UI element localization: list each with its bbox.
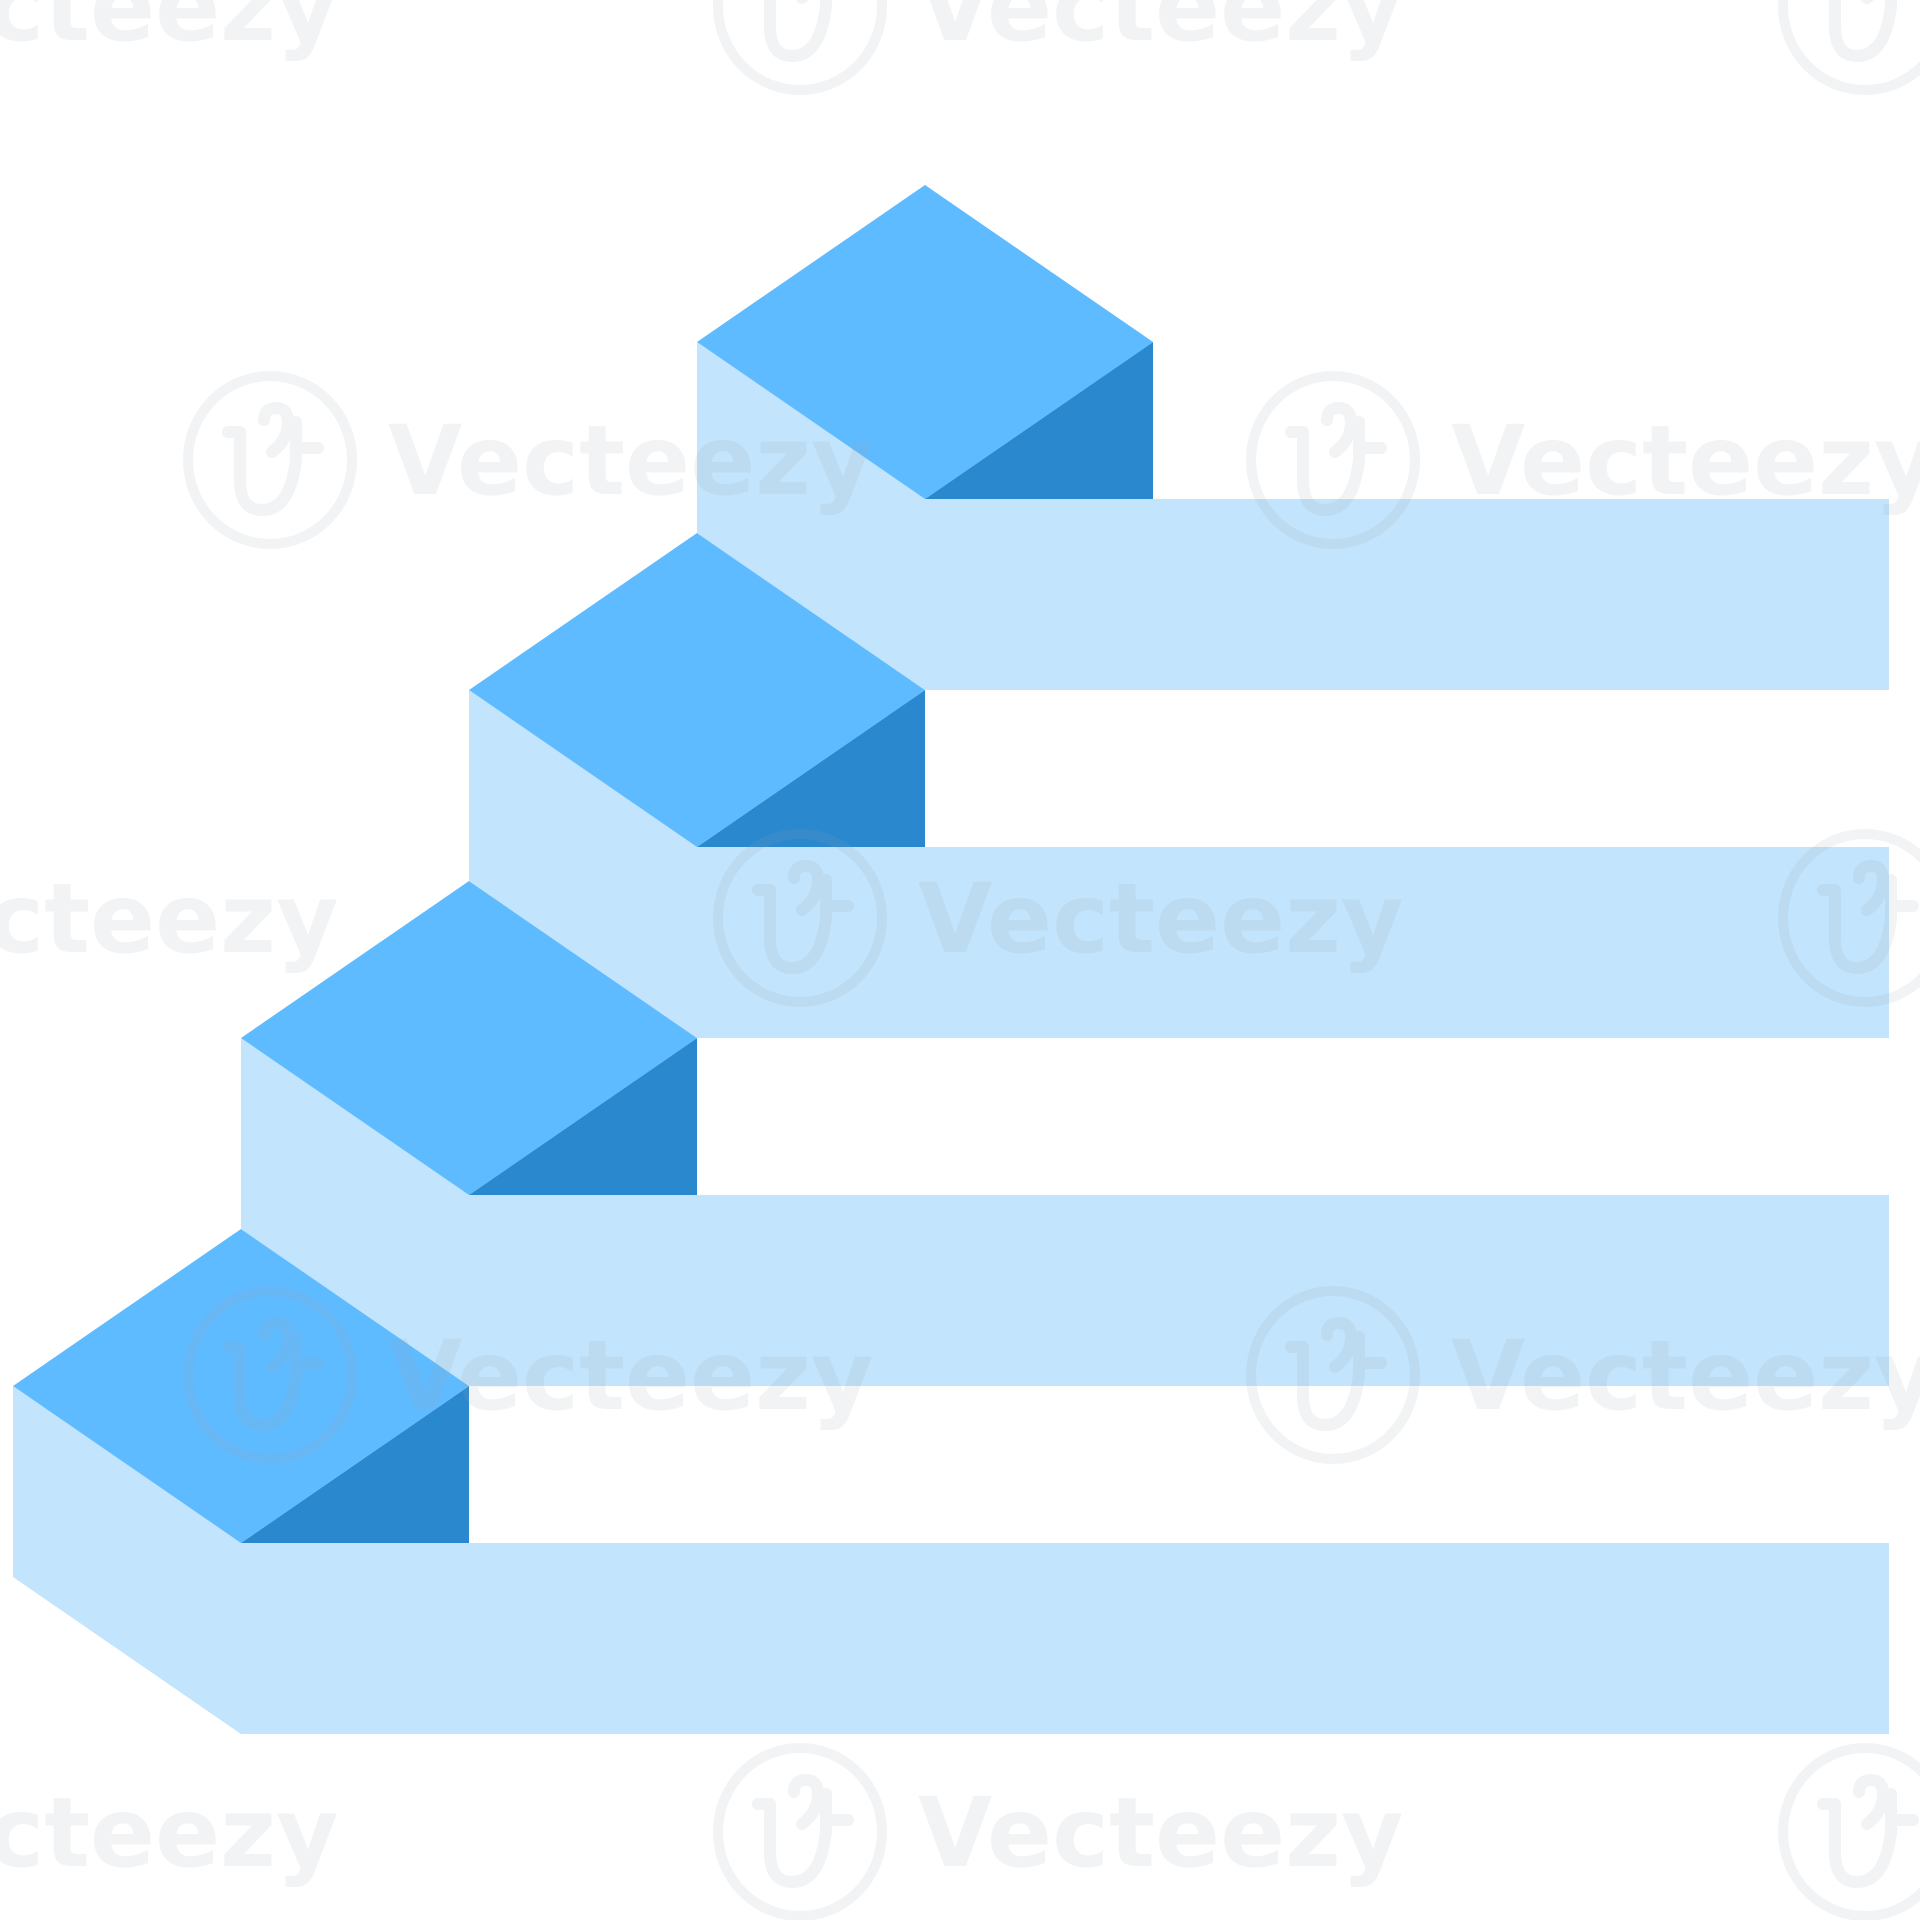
vecteezy-logo-icon: Vecteezy: [0, 0, 339, 63]
watermark-glyph: [1829, 0, 1913, 62]
watermark-ring: [713, 0, 887, 95]
watermark-text: Vecteezy: [918, 863, 1404, 975]
vecteezy-logo-icon: Vecteezy: [0, 863, 339, 975]
watermark-glyph: [752, 860, 854, 974]
watermark-glyph: [1285, 402, 1387, 516]
vecteezy-logo-icon: Vecteezy: [1246, 1286, 1920, 1464]
vecteezy-logo-icon: Vecteezy: [0, 1777, 339, 1889]
watermark-text: Vecteezy: [388, 405, 874, 517]
vecteezy-logo-icon: Vecteezy: [1778, 0, 1920, 95]
watermark-text: Vecteezy: [1451, 405, 1920, 517]
vecteezy-logo-icon: Vecteezy: [1246, 371, 1920, 549]
step-bar-1: [241, 1543, 1889, 1734]
watermark-glyph: [222, 402, 324, 516]
vecteezy-logo-icon: Vecteezy: [1778, 1743, 1920, 1920]
step-bar-2: [469, 1195, 1889, 1386]
watermark-text: Vecteezy: [918, 0, 1404, 63]
vecteezy-logo-icon: Vecteezy: [713, 0, 1404, 95]
watermark-ring: [1778, 0, 1920, 95]
vecteezy-logo-icon: Vecteezy: [713, 1743, 1404, 1920]
watermark-glyph: [752, 1774, 854, 1888]
watermark-ring: [1778, 829, 1920, 1007]
cube-left-face-3: [469, 690, 697, 1038]
cube-left-face-2: [241, 1038, 469, 1386]
vecteezy-logo-icon: Vecteezy: [183, 371, 874, 549]
step-bar-3: [697, 847, 1889, 1038]
cube-top-face-4: [697, 185, 1153, 499]
vecteezy-logo-icon: Vecteezy: [713, 829, 1404, 1007]
watermark-glyph: [222, 1317, 324, 1431]
watermark-glyph: [1285, 1317, 1387, 1431]
watermark-ring: [183, 371, 357, 549]
watermark-text: Vecteezy: [0, 863, 339, 975]
watermark-text: Vecteezy: [1451, 1320, 1920, 1432]
steps-layer: [13, 185, 1889, 1734]
watermark-glyph: [1817, 860, 1919, 974]
vecteezy-logo-icon: Vecteezy: [1778, 829, 1920, 1007]
cube-left-face-1: [13, 1386, 241, 1734]
watermark-ring: [183, 1286, 357, 1464]
watermark-text: Vecteezy: [918, 1777, 1404, 1889]
watermark-text: Vecteezy: [0, 1777, 339, 1889]
watermark-ring: [713, 1743, 887, 1920]
watermark-text: Vecteezy: [388, 1320, 874, 1432]
vecteezy-logo-icon: Vecteezy: [183, 1286, 874, 1464]
watermark-ring: [1246, 371, 1420, 549]
watermark-ring: [713, 829, 887, 1007]
watermark-text: Vecteezy: [0, 0, 339, 63]
watermark-glyph: [1817, 1774, 1919, 1888]
watermark-ring: [1246, 1286, 1420, 1464]
watermark-glyph: [764, 0, 848, 62]
step-bar-4: [925, 499, 1889, 690]
cube-left-face-4: [697, 342, 925, 690]
step-4: [697, 185, 1889, 690]
watermark-ring: [1778, 1743, 1920, 1920]
